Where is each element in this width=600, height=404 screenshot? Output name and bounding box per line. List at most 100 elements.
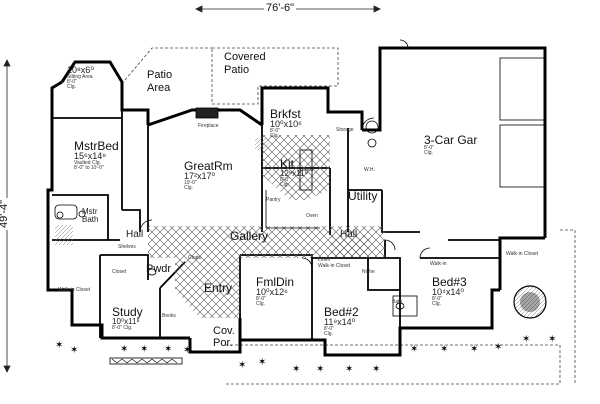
- room-master-bed: MstrBed 15⁶x14⁸ Vaulted Clg. 8'-0" to 10…: [74, 140, 119, 171]
- width-dimension: 76'-6": [264, 2, 297, 14]
- room-name: Sitting Area: [67, 74, 93, 80]
- svg-text:✶: ✶: [494, 342, 502, 353]
- room-name: Bed#2: [324, 305, 359, 319]
- room-hall-left: Hall: [126, 229, 144, 240]
- room-name-2: Patio: [224, 64, 250, 76]
- label-walk-in-bed3: Walk-in Closet: [506, 251, 539, 257]
- exterior-walls: [46, 46, 547, 357]
- room-name: Cov.: [213, 325, 235, 337]
- room-entry: Entry: [204, 281, 233, 295]
- room-name: Bed#3: [432, 275, 467, 289]
- svg-text:✶: ✶: [292, 364, 300, 375]
- svg-text:✶: ✶: [164, 344, 172, 355]
- room-size: 15⁶x14⁸: [74, 151, 107, 161]
- room-covered-patio: Covered Patio: [224, 52, 266, 76]
- room-name-2: Area: [147, 82, 171, 94]
- room-note: 8'-0": [256, 296, 266, 302]
- room-gallery: Gallery: [230, 229, 269, 243]
- room-hall-right: Hall: [340, 229, 358, 240]
- gallery-tile: [55, 135, 385, 318]
- room-bed-3: Bed#3 10⁴x14⁰ 8'-0" Clg.: [432, 276, 467, 307]
- garage-doors: [499, 57, 546, 188]
- room-note: Clg.: [256, 301, 265, 307]
- room-bed-2: Bed#2 11⁸x14⁰ 8'-0" Clg.: [324, 306, 359, 337]
- svg-text:✶: ✶: [258, 357, 266, 368]
- room-size: 17²x17⁰: [184, 171, 216, 181]
- svg-text:✶: ✶: [470, 344, 478, 355]
- label-water-heater: W.H.: [364, 167, 375, 173]
- label-pantry: Pantry: [266, 197, 281, 203]
- room-covered-porch: Cov. Por.: [213, 326, 235, 349]
- label-closet: Closet: [112, 269, 127, 275]
- room-utility: Utility: [348, 189, 378, 203]
- room-note: 8'-0": [67, 79, 77, 85]
- room-size: 10⁰x11⁸: [112, 317, 140, 326]
- svg-text:✶: ✶: [440, 344, 448, 355]
- room-size: 11⁸x14⁰: [324, 317, 356, 327]
- svg-text:✶: ✶: [120, 344, 128, 355]
- room-breakfast: Brkfst 10⁰x10⁶ 8'-0" Clg.: [270, 108, 302, 139]
- svg-text:✶: ✶: [372, 364, 380, 375]
- label-storage: Storage: [336, 127, 354, 133]
- svg-text:✶: ✶: [410, 344, 418, 355]
- label-walk-in: Walk-in: [430, 261, 447, 267]
- label-walk-in-closet: Walk-in Closet: [58, 287, 91, 293]
- room-size: 12⁸x11⁸: [280, 169, 308, 178]
- label-books: Books: [162, 313, 176, 319]
- svg-text:✶: ✶: [183, 345, 191, 356]
- svg-text:✶: ✶: [522, 334, 530, 345]
- label-oven: Oven: [306, 213, 318, 219]
- label-coats: Coats: [188, 255, 202, 261]
- room-name: Study: [112, 305, 143, 319]
- room-name: Mstr: [82, 207, 98, 216]
- room-name: 3-Car Gar: [424, 133, 478, 147]
- room-sitting-area: 10⁸x6⁰ Sitting Area 8'-0" Clg.: [67, 66, 94, 90]
- room-name: Kit: [280, 157, 295, 171]
- room-note: Vaulted Clg.: [74, 160, 101, 166]
- room-size: 10⁰x10⁶: [270, 119, 302, 129]
- room-formal-dining: FmlDin 10⁰x12⁶ 8'-0" Clg.: [256, 276, 294, 307]
- room-size: 10⁴x14⁰: [432, 287, 464, 297]
- room-note: Clg.: [324, 331, 333, 337]
- room-note: 8'-0": [280, 177, 290, 183]
- room-name: FmlDin: [256, 275, 294, 289]
- label-fireplace: Fireplace: [198, 123, 219, 129]
- room-patio-area: Patio Area: [147, 70, 172, 94]
- svg-text:✶: ✶: [238, 360, 246, 371]
- room-note: Clg.: [67, 84, 76, 90]
- room-name: Patio: [147, 69, 173, 81]
- room-note: Clg.: [432, 301, 441, 307]
- label-niche: Niche: [362, 269, 375, 275]
- room-note: Clg.: [184, 185, 193, 191]
- room-note: 8'-0": [424, 145, 434, 151]
- room-note: 8'-0": [324, 326, 334, 332]
- room-note: Clg.: [270, 133, 279, 139]
- label-bath: Bath: [392, 299, 403, 305]
- room-name: Brkfst: [270, 107, 301, 121]
- room-kitchen: Kit 12⁸x11⁸ 8'-0" Clg.: [280, 158, 308, 188]
- room-name-2: Por.: [213, 337, 233, 349]
- label-walk-in-bed2: Walk-in Closet: [318, 263, 351, 269]
- svg-text:✶: ✶: [70, 345, 78, 356]
- room-garage: 3-Car Gar 8'-0" Clg.: [424, 134, 477, 156]
- patio-outlines: [124, 47, 576, 385]
- room-great-room: GreatRm 17²x17⁰ 10'-0" Clg.: [184, 160, 233, 191]
- room-note: 8'-0" to 10'-0": [74, 165, 104, 171]
- room-note: 10'-0": [184, 180, 197, 186]
- room-name: MstrBed: [74, 139, 119, 153]
- label-shelves: Shelves: [118, 244, 136, 250]
- room-note: 8'-0": [270, 128, 280, 134]
- depth-dimension: 49'-4": [0, 197, 11, 231]
- room-note: Clg.: [280, 182, 289, 188]
- label-island: Island: [300, 167, 314, 173]
- svg-text:✶: ✶: [345, 364, 353, 375]
- room-note: Clg.: [424, 150, 433, 156]
- room-note: 8'-0": [432, 296, 442, 302]
- svg-text:✶: ✶: [140, 344, 148, 355]
- room-powder: Pwdr: [146, 263, 172, 275]
- shrubs: ✶ ✶ ✶ ✶ ✶ ✶ ✶ ✶ ✶ ✶ ✶ ✶ ✶ ✶ ✶ ✶ ✶ ✶: [55, 285, 556, 375]
- room-master-bath: Mstr Bath: [82, 208, 98, 224]
- fixtures: [54, 39, 431, 317]
- room-note: 8'-0" Clg.: [112, 325, 133, 331]
